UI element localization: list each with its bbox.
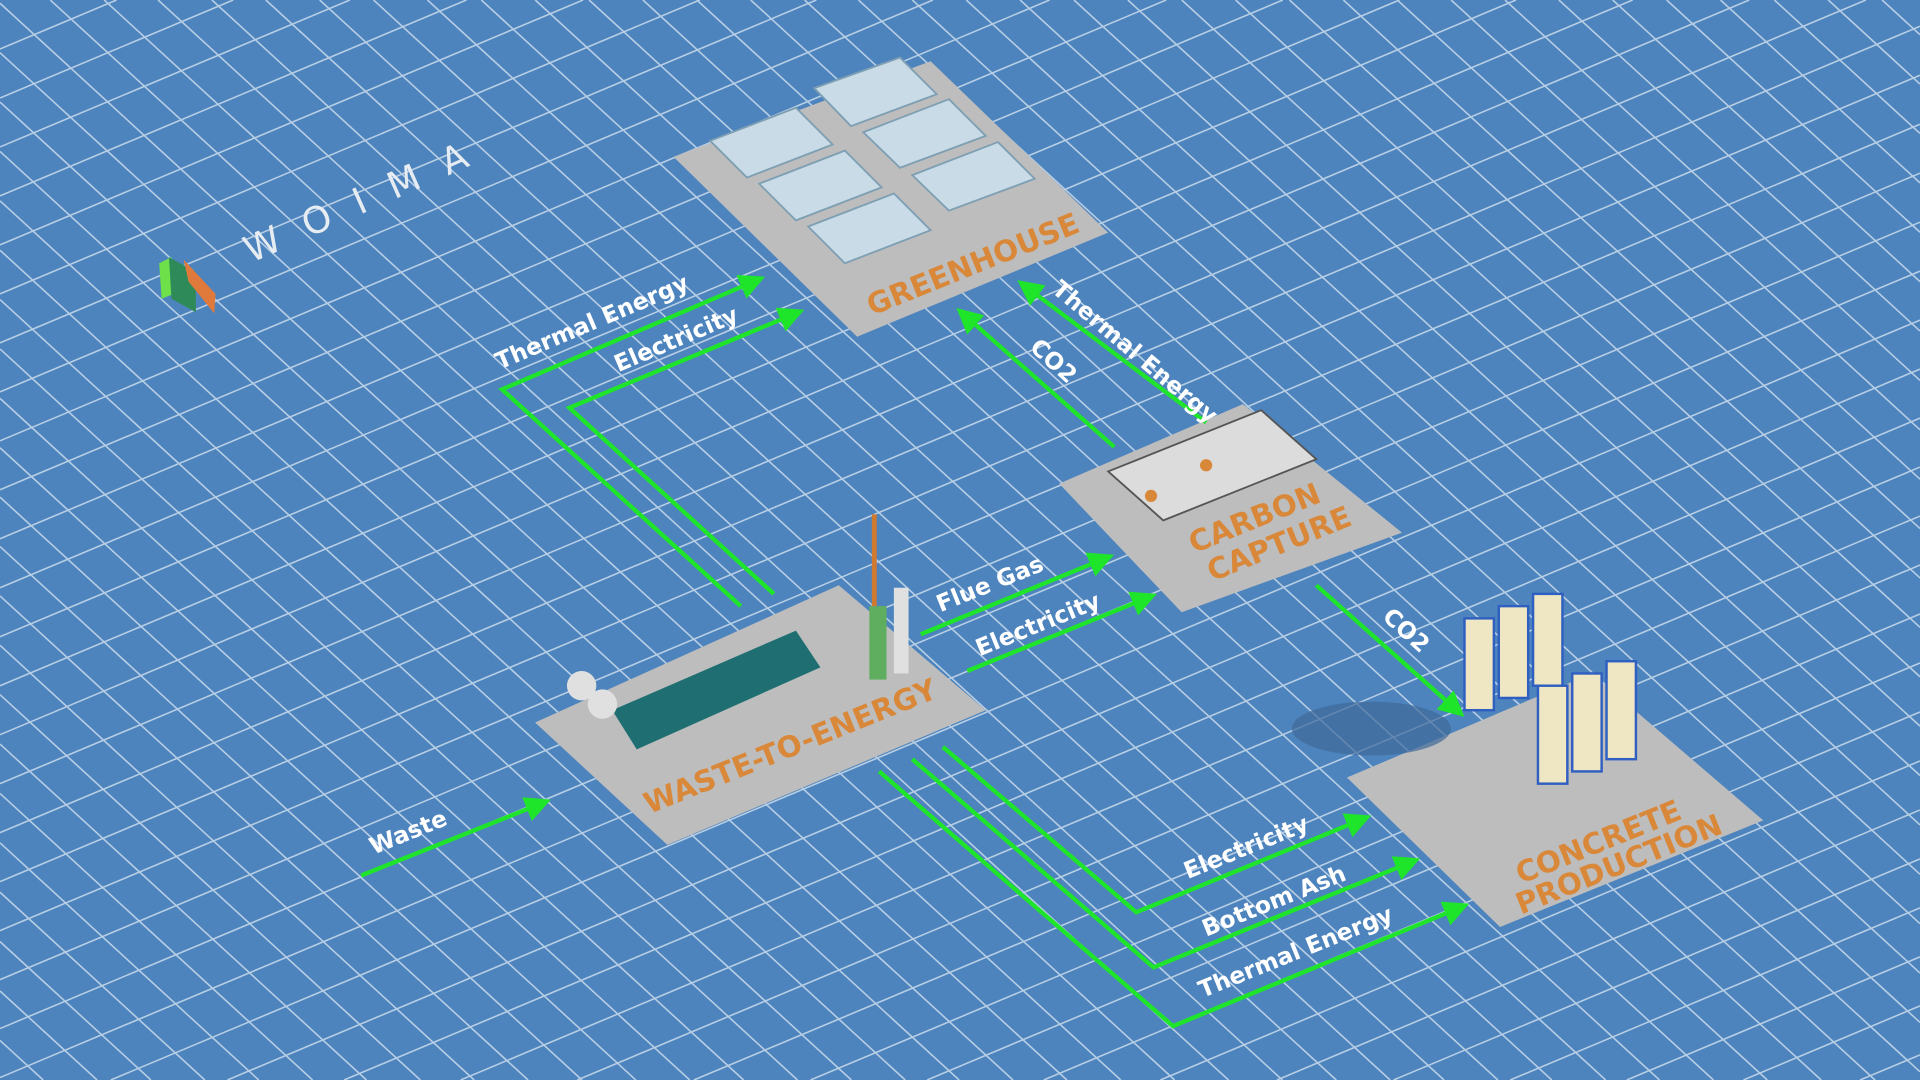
grid-line — [0, 0, 1400, 589]
grid-line — [0, 221, 1920, 1030]
grid-line — [0, 0, 1867, 785]
grid-line — [0, 270, 1920, 1079]
grid-line — [0, 496, 637, 1080]
grid-line — [1019, 0, 1920, 826]
grid-line — [0, 0, 1517, 638]
grid-line — [1509, 907, 1920, 1080]
grid-line — [0, 52, 1122, 1080]
grid-line — [0, 447, 691, 1080]
grid-line — [0, 644, 475, 1080]
grid-line — [0, 842, 260, 1080]
grid-line — [0, 595, 529, 1080]
grid-line — [0, 792, 314, 1080]
grid-line — [0, 0, 117, 50]
grid-line — [0, 0, 467, 197]
grid-line — [1160, 760, 1920, 1080]
grid-line — [0, 172, 1920, 981]
grid-line — [0, 200, 960, 1080]
grid-line — [0, 74, 1920, 883]
grid-line — [911, 0, 1920, 925]
grid-line — [0, 0, 1284, 540]
grid-line — [1073, 0, 1920, 777]
grid-line — [319, 0, 1499, 1080]
grid-line — [1235, 0, 1920, 628]
grid-line — [693, 564, 1920, 1080]
grid-line — [426, 0, 1607, 1080]
grid-line — [0, 941, 152, 1080]
grid-line — [1504, 0, 1920, 381]
grid-line — [227, 368, 1920, 1080]
grid-line — [0, 397, 745, 1080]
grid-line — [1288, 0, 1920, 579]
grid-line — [1859, 1054, 1920, 1080]
grid-line — [0, 0, 234, 99]
grid-line — [0, 990, 98, 1080]
grid-line — [49, 0, 1230, 1080]
grid-line — [480, 0, 1661, 1080]
grid-line — [0, 25, 1920, 834]
grid-line — [110, 319, 1920, 1080]
grid-line — [1626, 956, 1920, 1080]
grid-line — [460, 466, 1920, 1080]
grid-line — [1558, 0, 1920, 332]
grid-line — [1181, 0, 1920, 678]
grid-line — [0, 249, 906, 1080]
grid-line — [0, 0, 817, 344]
grid-line — [103, 0, 1283, 1080]
grid-line — [1612, 0, 1920, 283]
grid-line — [810, 613, 1920, 1080]
grid-line — [1773, 0, 1920, 135]
carbon-capture-facility[interactable]: CARBON CAPTURE — [1059, 404, 1403, 613]
grid-line — [1881, 0, 1920, 36]
grid-line — [0, 0, 1167, 491]
grid-line — [157, 0, 1337, 1080]
grid-line — [1393, 858, 1920, 1080]
grid-line — [1276, 809, 1920, 1080]
grid-line — [0, 545, 583, 1080]
grid-line — [1396, 0, 1920, 480]
grid-line — [576, 515, 1920, 1080]
grid-line — [0, 0, 934, 393]
grid-line — [0, 150, 1014, 1080]
grid-line — [1827, 0, 1920, 85]
grid-line — [1450, 0, 1920, 431]
grid-line — [1743, 1005, 1920, 1080]
grid-line — [0, 2, 1176, 1080]
grid-line — [1719, 0, 1920, 184]
grid-line — [926, 662, 1920, 1080]
grid-line — [1127, 0, 1920, 727]
grid-line — [211, 0, 1391, 1080]
grid-line — [343, 417, 1920, 1080]
grid-line — [1666, 0, 1920, 233]
grid-line — [0, 123, 1920, 932]
grid-line — [965, 0, 1920, 875]
grid-line — [0, 0, 1750, 736]
grid-line — [0, 743, 367, 1080]
grid-line — [0, 1039, 44, 1080]
grid-line — [0, 0, 701, 295]
grid-line — [265, 0, 1445, 1080]
grid-line — [1342, 0, 1920, 530]
grid-line — [0, 694, 421, 1080]
